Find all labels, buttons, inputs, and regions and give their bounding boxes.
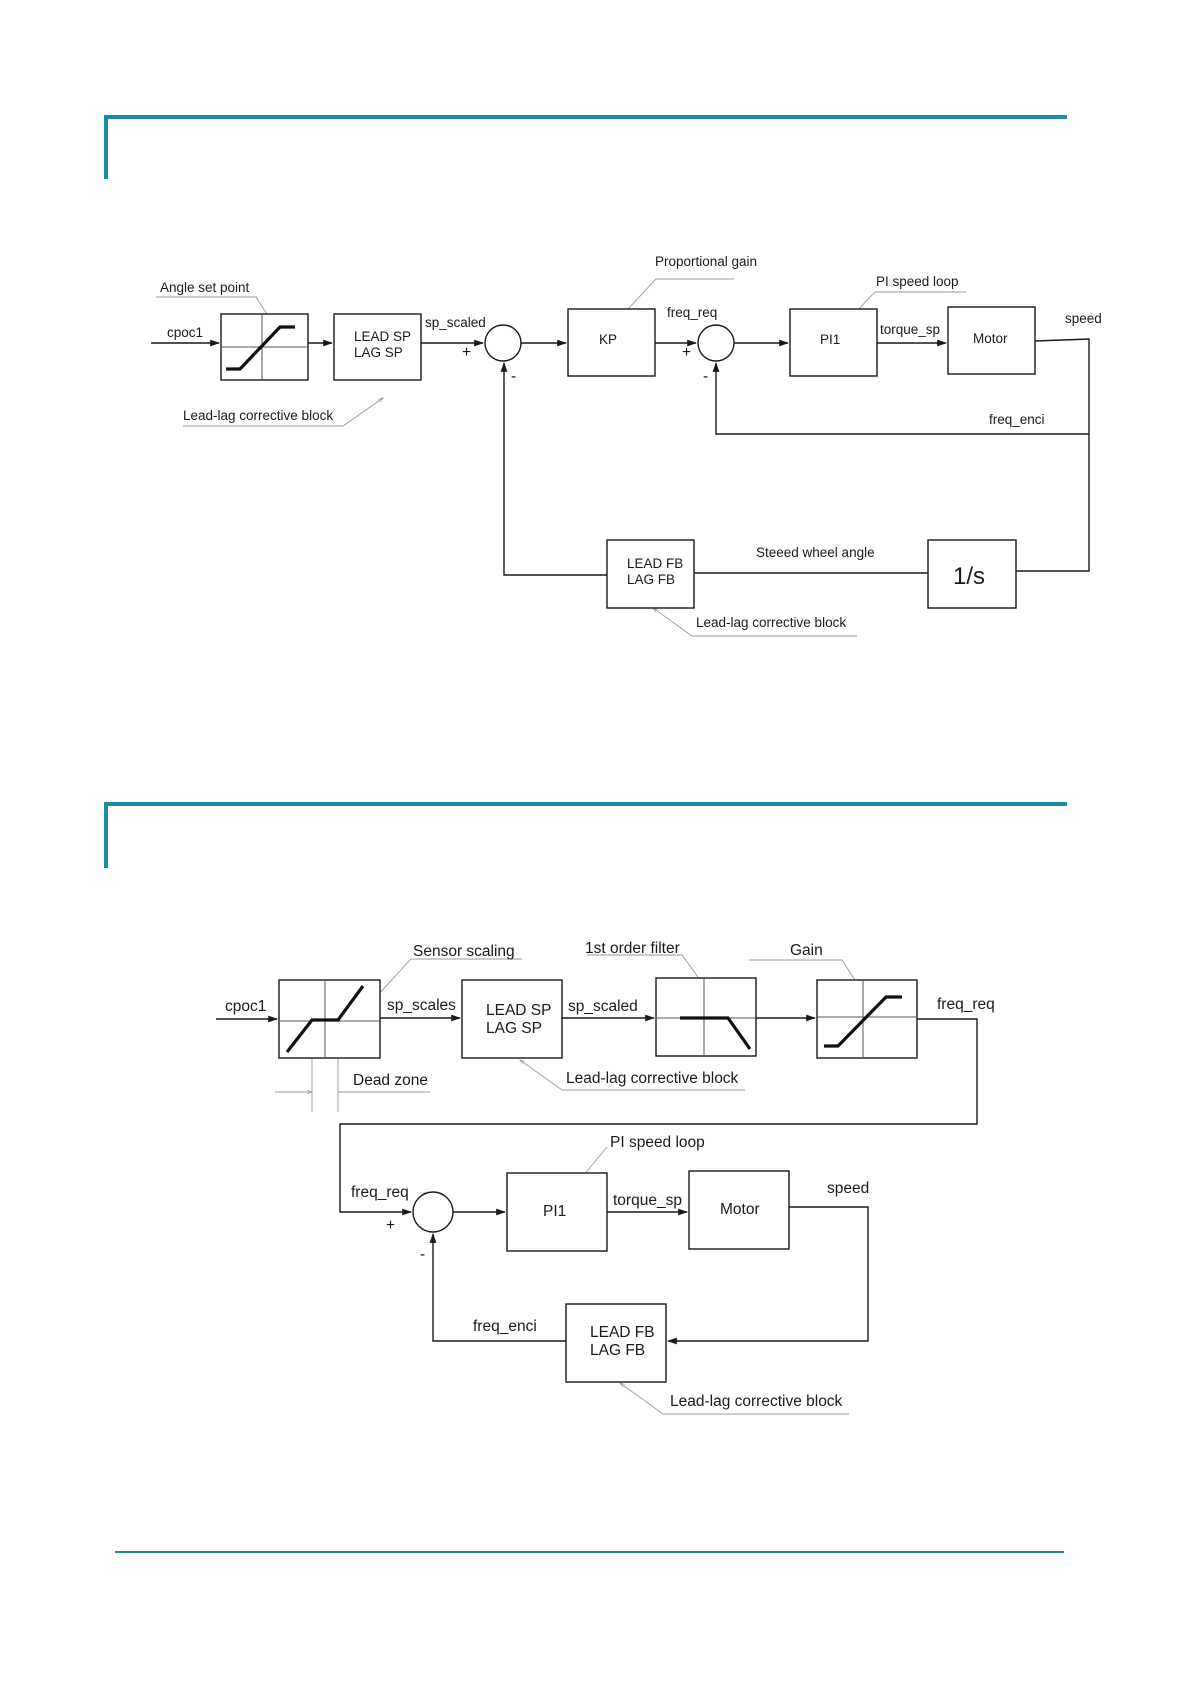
lead-lag-sp-block-1 xyxy=(333,313,422,381)
block-label-lead-sp-2: LEAD SP xyxy=(486,1002,551,1019)
sign-minus-1: - xyxy=(511,368,516,385)
lead-lag-fb-block-1 xyxy=(606,539,695,609)
saturation-block-1 xyxy=(220,313,309,381)
signal-speed-2: speed xyxy=(827,1180,869,1197)
integrator-block xyxy=(927,539,1017,609)
lead-lag-fb-block-2 xyxy=(565,1303,667,1383)
block-label-lead-sp-1: LEAD SP xyxy=(354,329,411,344)
pi1-block-1 xyxy=(789,308,878,377)
gain-block xyxy=(816,979,918,1059)
motor-block-1 xyxy=(947,306,1036,375)
signal-torque-sp-2: torque_sp xyxy=(613,1192,682,1209)
pi1-block-2 xyxy=(506,1172,608,1252)
sign-plus-1: + xyxy=(462,344,471,361)
sum-junction-1 xyxy=(484,324,522,362)
annotation-lead-lag-4: Lead-lag corrective block xyxy=(670,1393,843,1410)
signal-freq-req-in: freq_req xyxy=(351,1184,409,1201)
block-label-lead-fb-2: LEAD FB xyxy=(590,1324,655,1341)
section-header-1 xyxy=(104,115,1067,179)
diagram-1 xyxy=(151,278,1090,637)
annotation-lead-lag-3: Lead-lag corrective block xyxy=(566,1070,739,1087)
annotation-dead-zone: Dead zone xyxy=(353,1072,428,1089)
block-label-kp: KP xyxy=(599,332,617,347)
signal-torque-sp-1: torque_sp xyxy=(880,322,940,337)
annotation-pi-speed-loop-2: PI speed loop xyxy=(610,1134,705,1151)
signal-cpoc1-2: cpoc1 xyxy=(225,998,266,1015)
annotation-pi-speed-loop-1: PI speed loop xyxy=(876,274,959,289)
signal-sp-scales: sp_scales xyxy=(387,997,456,1014)
lead-lag-sp-block-2 xyxy=(461,979,563,1059)
motor-block-2 xyxy=(688,1170,790,1250)
kp-block xyxy=(567,308,656,377)
block-label-pi1-2: PI1 xyxy=(543,1203,566,1220)
annotation-lead-lag-2: Lead-lag corrective block xyxy=(696,615,846,630)
annotation-sensor-scaling: Sensor scaling xyxy=(413,943,515,960)
block-label-lag-fb-1: LAG FB xyxy=(627,572,675,587)
signal-freq-req-out: freq_req xyxy=(937,996,995,1013)
sign-minus-3: - xyxy=(420,1246,425,1263)
annotation-proportional-gain: Proportional gain xyxy=(655,254,757,269)
section-header-2 xyxy=(104,802,1067,868)
annotation-angle-set-point: Angle set point xyxy=(160,280,250,295)
annotation-lead-lag-1: Lead-lag corrective block xyxy=(183,408,333,423)
sum-junction-3 xyxy=(412,1191,454,1233)
block-label-integrator: 1/s xyxy=(953,563,985,590)
annotation-gain: Gain xyxy=(790,942,823,959)
block-label-motor-2: Motor xyxy=(720,1201,760,1218)
filter-block xyxy=(655,977,757,1057)
signal-cpoc1-1: cpoc1 xyxy=(167,325,203,340)
block-label-motor-1: Motor xyxy=(973,331,1008,346)
signal-sp-scaled-2: sp_scaled xyxy=(568,998,638,1015)
sign-plus-2: + xyxy=(682,344,691,361)
annotation-steered-wheel-angle: Steeed wheel angle xyxy=(756,545,875,560)
block-label-lag-sp-1: LAG SP xyxy=(354,345,403,360)
annotation-first-order-filter: 1st order filter xyxy=(585,940,680,957)
signal-sp-scaled-1: sp_scaled xyxy=(425,315,486,330)
sign-minus-2: - xyxy=(703,368,708,385)
sign-plus-3: + xyxy=(386,1217,395,1234)
signal-freq-enci-2: freq_enci xyxy=(473,1318,537,1335)
signal-freq-enci-1: freq_enci xyxy=(989,412,1045,427)
sum-junction-2 xyxy=(697,324,735,362)
signal-speed-1: speed xyxy=(1065,311,1102,326)
block-label-lag-sp-2: LAG SP xyxy=(486,1020,542,1037)
block-label-lead-fb-1: LEAD FB xyxy=(627,556,683,571)
dead-zone-block xyxy=(278,979,381,1059)
signal-freq-req-1: freq_req xyxy=(667,305,717,320)
block-label-lag-fb-2: LAG FB xyxy=(590,1342,645,1359)
diagram-2 xyxy=(216,954,978,1415)
block-label-pi1-1: PI1 xyxy=(820,332,840,347)
